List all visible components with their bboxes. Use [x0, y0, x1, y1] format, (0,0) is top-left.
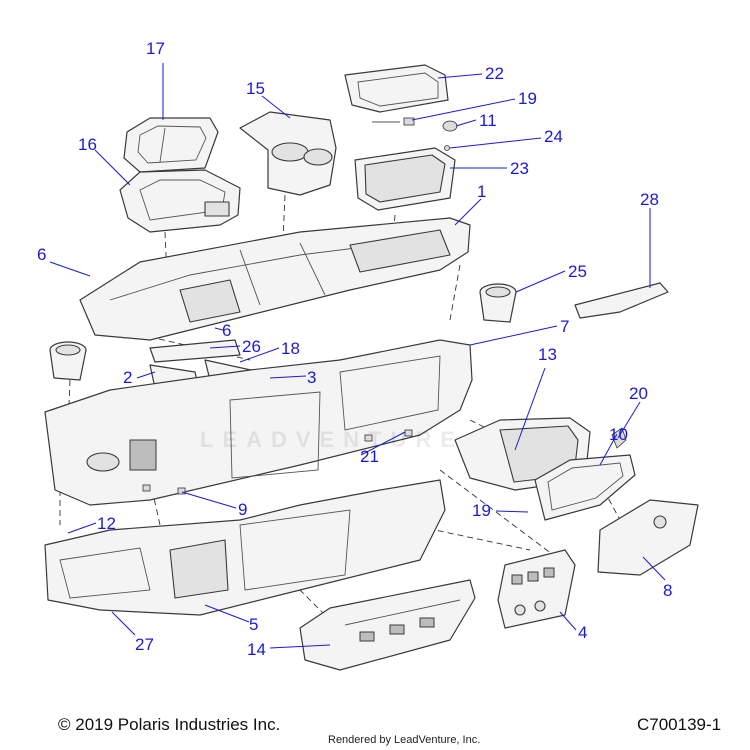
callout-3[interactable]: 3	[307, 368, 317, 387]
callout-20[interactable]: 20	[629, 384, 648, 403]
part-28-trim-strip	[574, 282, 669, 319]
callout-5[interactable]: 5	[249, 615, 259, 634]
callout-28[interactable]: 28	[640, 190, 659, 209]
part-15-cupholder-insert	[239, 111, 337, 196]
callout-25[interactable]: 25	[568, 262, 587, 281]
callout-18[interactable]: 18	[281, 339, 300, 358]
callout-4[interactable]: 4	[578, 623, 588, 642]
part-7-dash-frame	[44, 339, 473, 506]
part-14-lower-tray	[299, 579, 476, 671]
fasteners-mid	[142, 429, 413, 495]
figure-code: C700139-1	[637, 715, 722, 734]
part-1-upper-dash	[79, 217, 471, 341]
callout-8[interactable]: 8	[663, 581, 673, 600]
callout-24[interactable]: 24	[544, 127, 563, 146]
callout-17[interactable]: 17	[146, 39, 165, 58]
callout-10[interactable]: 10	[609, 425, 628, 444]
callout-6[interactable]: 6	[37, 245, 47, 264]
callout-26[interactable]: 26	[242, 337, 261, 356]
callout-27[interactable]: 27	[135, 635, 154, 654]
callout-1[interactable]: 1	[477, 182, 487, 201]
part-16-gauge-housing	[119, 169, 241, 233]
callout-13[interactable]: 13	[538, 345, 557, 364]
copyright-text: © 2019 Polaris Industries Inc.	[58, 715, 281, 734]
callout-19[interactable]: 19	[518, 89, 537, 108]
part-22-storage-lid	[344, 64, 449, 113]
part-17-gauge-bezel	[123, 117, 219, 173]
part-23-storage-bin	[354, 147, 456, 211]
callout-16[interactable]: 16	[78, 135, 97, 154]
callout-12[interactable]: 12	[97, 514, 116, 533]
part-left-cupholder	[49, 341, 87, 381]
part-4-switch-panel	[497, 549, 576, 629]
part-25-cupholder	[479, 283, 517, 323]
callout-22[interactable]: 22	[485, 64, 504, 83]
callout-9[interactable]: 9	[238, 500, 248, 519]
callout-21[interactable]: 21	[360, 447, 379, 466]
part-8-glovebox-door	[597, 499, 699, 576]
callout-11[interactable]: 11	[479, 111, 497, 130]
callout-6-lower[interactable]: 6	[222, 321, 232, 340]
callout-2[interactable]: 2	[123, 368, 133, 387]
rendered-by-text: Rendered by LeadVenture, Inc.	[328, 734, 481, 746]
leader-lines	[49, 63, 666, 649]
callout-19-lower[interactable]: 19	[472, 501, 491, 520]
callout-15[interactable]: 15	[246, 79, 265, 98]
part-10-display-bezel	[534, 427, 636, 521]
callout-23[interactable]: 23	[510, 159, 529, 178]
callout-7[interactable]: 7	[560, 317, 570, 336]
watermark-text: LEADVENTURE	[200, 427, 465, 452]
callout-14[interactable]: 14	[247, 640, 266, 659]
part-5-lower-dash	[44, 479, 446, 616]
hardware-upper	[372, 117, 458, 151]
